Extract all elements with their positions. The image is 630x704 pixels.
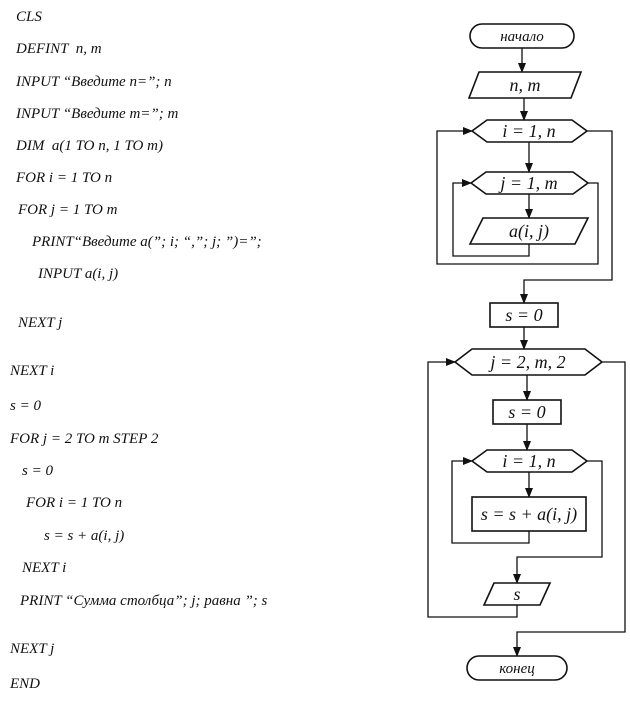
loop-i2-label: i = 1, n <box>502 451 555 471</box>
code-line-s-init: s = 0 <box>10 398 41 414</box>
loop-j2-return <box>427 358 518 618</box>
code-line-for-i: FOR i = 1 TO n <box>16 170 113 186</box>
loop-j-return <box>452 179 530 257</box>
code-line-s-reset: s = 0 <box>22 463 53 479</box>
loop-i2-exit <box>513 460 603 584</box>
s-init-label: s = 0 <box>505 305 542 325</box>
s-reset-label: s = 0 <box>508 402 545 422</box>
code-line-print-prompt: PRINT“Введите a(”; i; “,”; j; ”)=”; <box>32 234 262 250</box>
loop-i2-return <box>451 457 530 544</box>
input-nm-label: n, m <box>510 75 541 95</box>
code-line-next-i: NEXT i <box>10 363 55 379</box>
code-line-print-sum: PRINT “Сумма столбца”; j; равна ”; s <box>20 593 268 609</box>
code-line-defint: DEFINT n, m <box>16 41 102 57</box>
start-label: начало <box>500 29 544 45</box>
code-line-dim: DIM a(1 TO n, 1 TO m) <box>16 138 163 154</box>
loop-j2-label: j = 2, m, 2 <box>488 352 565 372</box>
code-line-end: END <box>10 676 40 692</box>
end-label: конец <box>499 661 535 677</box>
code-line-next-j: NEXT j <box>18 315 63 331</box>
loop-j-label: j = 1, m <box>498 173 557 193</box>
loop-j-exit <box>436 127 599 265</box>
s-sum-label: s = s + a(i, j) <box>481 504 577 525</box>
input-a-shape <box>468 217 590 245</box>
input-nm-shape <box>467 71 583 99</box>
code-line-for-i-2: FOR i = 1 TO n <box>26 495 123 511</box>
loop-i-label: i = 1, n <box>502 121 555 141</box>
code-line-cls: CLS <box>16 9 42 25</box>
code-line-input-m: INPUT “Введите m=”; m <box>16 106 179 122</box>
code-line-for-j: FOR j = 1 TO m <box>18 202 118 218</box>
loop-j2-exit <box>513 361 626 657</box>
code-line-next-i-2: NEXT i <box>22 560 67 576</box>
code-line-for-j-step: FOR j = 2 TO m STEP 2 <box>10 431 159 447</box>
code-line-sum: s = s + a(i, j) <box>44 528 125 544</box>
input-a-label: a(i, j) <box>509 221 549 242</box>
code-line-input-a: INPUT a(i, j) <box>38 266 119 282</box>
code-line-next-j-2: NEXT j <box>10 641 55 657</box>
loop-i-exit <box>520 130 613 304</box>
code-line-input-n: INPUT “Введите n=”; n <box>16 74 172 90</box>
output-s-shape <box>482 582 552 606</box>
output-s-label: s <box>513 584 520 604</box>
